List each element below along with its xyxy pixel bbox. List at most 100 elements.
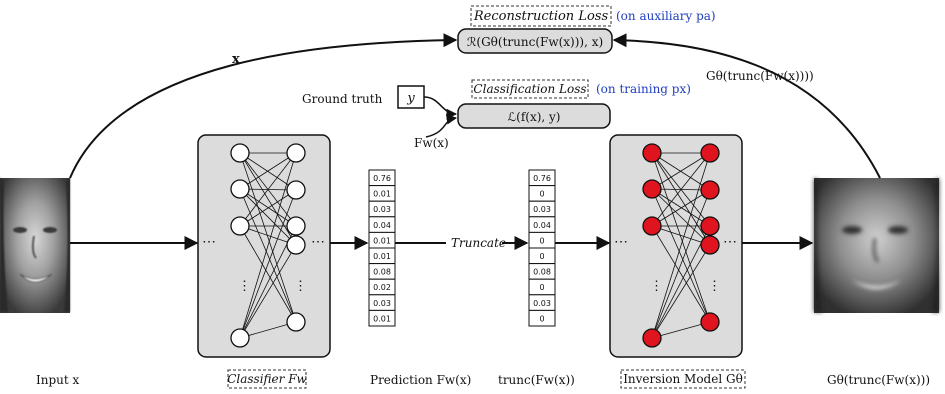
trunc-cell-value: 0 (539, 283, 544, 292)
reconstruction-loss-formula: ℛ(Gθ(trunc(Fw(x))), x) (467, 35, 603, 49)
inversion-network: ⋮⋮ (642, 143, 721, 348)
classification-loss-note: (on training px) (596, 82, 691, 96)
reconstruction-loss-title-box (470, 5, 612, 27)
fw-x-label: Fw(x) (414, 136, 449, 150)
classifier-neuron (286, 235, 306, 255)
classifier-edge (239, 152, 297, 227)
inversion-neuron (700, 312, 720, 332)
inversion-neuron (642, 179, 662, 199)
inversion-neuron (642, 216, 662, 236)
inversion-neuron (642, 328, 662, 348)
x-arc-label: x (232, 52, 240, 67)
inversion-edge (651, 188, 711, 323)
prediction-cell-value: 0.03 (373, 205, 391, 214)
trunc-cell-value: 0 (539, 314, 544, 323)
inversion-edge (651, 152, 711, 246)
g-output-arc-arrow (612, 33, 881, 179)
classifier-edge (239, 152, 297, 323)
inversion-left-dots: ⋯ (614, 234, 628, 250)
inversion-edge (651, 189, 711, 339)
trunc-cell-value: 0.76 (533, 174, 551, 183)
output-face-image (814, 178, 939, 313)
classifier-edge (239, 189, 297, 227)
trunc-cell (528, 309, 556, 327)
classifier-edge (239, 152, 297, 339)
classifier-neuron (286, 143, 306, 163)
classification-loss-title-box (471, 79, 589, 99)
classifier-edge (239, 189, 297, 339)
trunc-label: trunc(Fw(x)) (498, 373, 575, 387)
classifier-neuron (286, 180, 306, 200)
prediction-cell-value: 0.01 (373, 252, 391, 261)
y-to-loss-arrow (423, 96, 458, 120)
prediction-cell-value: 0.04 (373, 221, 391, 230)
x-arc-arrow (69, 33, 458, 179)
classifier-neuron (230, 143, 250, 163)
reconstruction-loss-note: (on auxiliary pa) (616, 9, 716, 23)
inversion-right-dots: ⋯ (723, 234, 737, 250)
trunc-cell-value: 0.03 (533, 205, 551, 214)
prediction-label: Prediction Fw(x) (370, 373, 471, 387)
inversion-vertical-dots: ⋮ (650, 279, 663, 294)
classifier-neuron (230, 216, 250, 236)
prediction-cell-value: 0.01 (373, 190, 391, 199)
input-face-image (0, 178, 70, 313)
prediction-cell-value: 0.02 (373, 283, 391, 292)
inversion-edge (651, 188, 711, 246)
truncate-label: Truncate (451, 236, 506, 250)
classifier-edge (239, 188, 297, 246)
inversion-edge (651, 321, 711, 339)
prediction-cell-value: 0.01 (373, 236, 391, 245)
prediction-vector: 0.76 0.01 0.03 0.04 0.01 0.01 0.08 0.02 0.03 0.01 (368, 169, 396, 327)
inversion-edge (651, 189, 711, 227)
classifier-edge (239, 321, 297, 339)
trunc-cell-value: 0 (539, 236, 544, 245)
trunc-cell-value: 0.04 (533, 221, 551, 230)
inversion-label: Inversion Model Gθ (623, 372, 743, 386)
classifier-edge (239, 188, 297, 323)
reconstruction-loss-title: Reconstruction Loss (473, 9, 609, 24)
input-label: Input x (36, 373, 80, 387)
prediction-cell-value: 0.01 (373, 314, 391, 323)
classifier-neuron (286, 312, 306, 332)
output-label: Gθ(trunc(Fw(x))) (827, 373, 930, 387)
classifier-neuron (286, 216, 306, 236)
ground-truth-label: Ground truth (302, 92, 383, 106)
inversion-edge (651, 152, 711, 227)
classification-loss-formula: ℒ(f(x), y) (508, 110, 561, 124)
trunc-cell-value: 0.08 (533, 268, 551, 277)
inversion-edge (651, 225, 711, 339)
classifier-vertical-dots: ⋮ (238, 279, 251, 294)
prediction-cell-value: 0.08 (373, 268, 391, 277)
prediction-cell-value: 0.03 (373, 299, 391, 308)
inversion-neuron (700, 216, 720, 236)
prediction-cell-value: 0.76 (373, 174, 391, 183)
inversion-label-box (620, 369, 746, 389)
y-box-label: y (406, 91, 415, 106)
classifier-edge (239, 225, 297, 323)
trunc-cell-value: 0 (539, 190, 544, 199)
inversion-neuron (642, 143, 662, 163)
prediction-cell (368, 309, 396, 327)
inversion-vertical-dots: ⋮ (708, 279, 721, 294)
classifier-vertical-dots: ⋮ (294, 279, 307, 294)
inversion-edge (651, 225, 711, 323)
classifier-edge (239, 188, 297, 227)
inversion-edge (651, 152, 711, 339)
inversion-neuron (700, 235, 720, 255)
fw-to-loss-arrow (425, 114, 458, 138)
classifier-neuron (230, 179, 250, 199)
inversion-neuron (700, 180, 720, 200)
inversion-edge (651, 244, 711, 339)
classifier-edge (239, 152, 297, 246)
classifier-edge (239, 225, 297, 246)
inversion-edge (651, 225, 711, 246)
classifier-edge (239, 152, 297, 190)
classifier-label: Classifier Fw (227, 372, 307, 386)
classifier-right-dots: ⋯ (311, 234, 325, 250)
classification-loss-box (457, 103, 611, 129)
classifier-left-dots: ⋯ (202, 234, 216, 250)
classifier-edge (239, 244, 297, 339)
inversion-edge (651, 152, 711, 323)
reconstruction-loss-box (457, 28, 613, 54)
